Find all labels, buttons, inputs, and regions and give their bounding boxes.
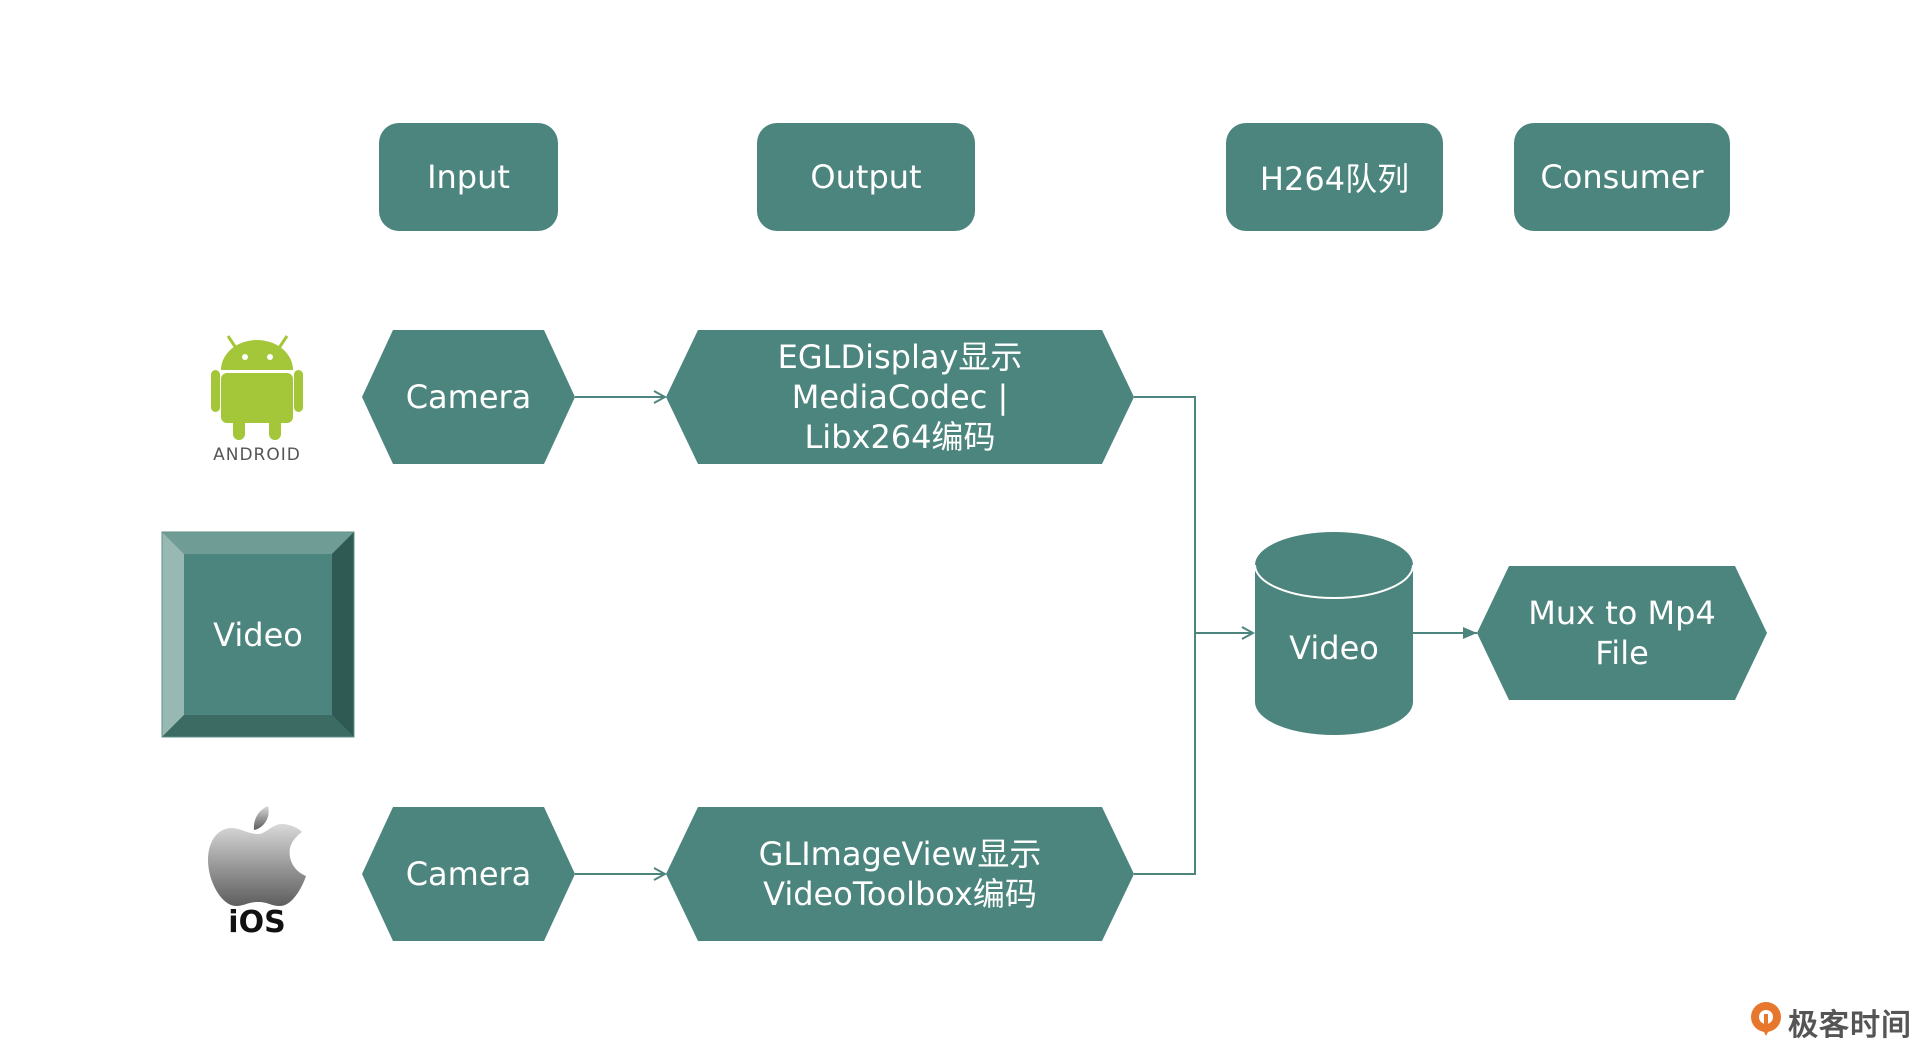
- mux-consumer-node: [1477, 566, 1767, 700]
- header-consumer: Consumer: [1514, 123, 1730, 231]
- ios-encoder-line-1: GLImageView显示: [758, 835, 1042, 873]
- header-output: Output: [757, 123, 975, 231]
- brand-name: 极客时间: [1788, 1008, 1912, 1043]
- android-encoder-line-1: EGLDisplay显示: [777, 338, 1023, 376]
- android-camera-node: [362, 330, 575, 464]
- header-input-label: Input: [427, 158, 510, 196]
- brand-logo-icon: [1751, 1002, 1781, 1036]
- ios-camera-label: Camera: [405, 855, 532, 893]
- ios-camera-node: [362, 807, 575, 941]
- android-to-queue-connector: [1134, 396, 1196, 875]
- video-queue-cylinder: [1254, 532, 1414, 735]
- android-camera-label: Camera: [405, 378, 532, 416]
- android-robot-icon: [211, 335, 303, 440]
- video-source-bevel: [161, 531, 355, 738]
- android-encoder-node: [666, 330, 1134, 464]
- android-encoder-line-3: Libx264编码: [804, 418, 996, 456]
- ios-encoder-line-2: VideoToolbox编码: [763, 875, 1037, 913]
- header-output-label: Output: [810, 158, 922, 196]
- header-h264-queue: H264队列: [1226, 123, 1443, 231]
- mux-consumer-label: Mux to Mp4 File: [1477, 566, 1767, 700]
- android-encoder-line-2: MediaCodec |: [791, 378, 1009, 416]
- mux-line-2: File: [1595, 634, 1649, 672]
- ios-encoder-node: [666, 807, 1134, 941]
- apple-icon: [208, 806, 306, 906]
- video-queue-label: Video: [1289, 629, 1379, 667]
- ios-encoder-label: GLImageView显示 VideoToolbox编码: [666, 807, 1134, 941]
- header-h264-queue-label: H264队列: [1259, 160, 1410, 198]
- android-encoder-label: EGLDisplay显示 MediaCodec | Libx264编码: [666, 330, 1134, 464]
- header-consumer-label: Consumer: [1540, 158, 1704, 196]
- mux-line-1: Mux to Mp4: [1528, 594, 1716, 632]
- ios-label: iOS: [228, 905, 286, 940]
- android-wordmark: ANDROID: [213, 445, 301, 465]
- video-source-label: Video: [213, 615, 303, 654]
- header-input: Input: [379, 123, 558, 231]
